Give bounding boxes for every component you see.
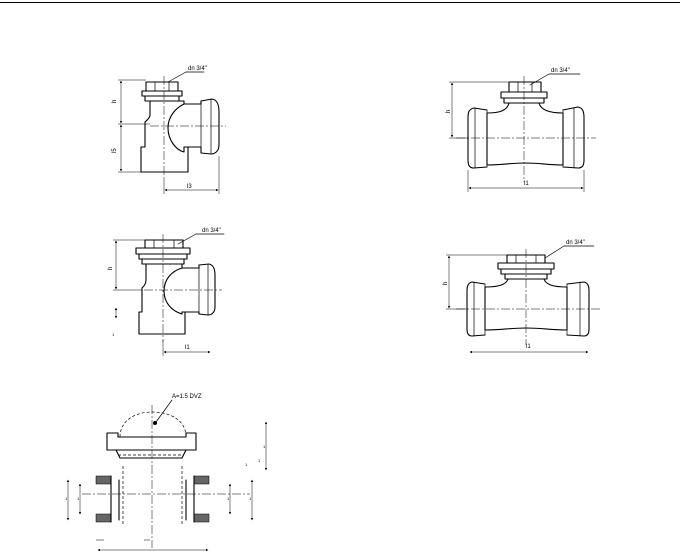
view-2-dimensions <box>449 81 585 192</box>
view-2-dim-h: h <box>446 110 452 113</box>
section-dimensions <box>66 421 268 552</box>
svg-text:1: 1 <box>227 496 230 501</box>
svg-text:1: 1 <box>245 462 248 467</box>
view-3-callout-label: dn 3/4" <box>202 228 221 234</box>
view-1-branch-outlet <box>183 98 220 155</box>
view-2-callout-leader <box>529 73 550 86</box>
view-2-body <box>486 102 564 166</box>
section-right-wall <box>185 475 210 523</box>
view-1-angle-fitting: dn 3/4" h l5 l3 <box>112 66 226 194</box>
svg-text:1: 1 <box>263 444 266 449</box>
view-3-dim-l1: l1 <box>185 345 190 351</box>
view-3-tick-mark: 1 <box>112 332 115 337</box>
section-view: A=1.5 DVZ <box>65 394 268 552</box>
view-1-dim-h: h <box>112 100 118 103</box>
section-callout-leader <box>155 399 173 423</box>
view-3-angle-fitting: dn 3/4" h l1 1 <box>108 228 225 356</box>
view-2-callout-label: dn 3/4" <box>551 68 570 74</box>
view-1-nut <box>141 81 183 102</box>
view-2-right-socket <box>562 106 585 169</box>
view-3-dimensions <box>113 239 211 356</box>
view-2-tee-fitting: dn 3/4" h l1 <box>446 68 596 192</box>
section-callout-label: A=1.5 DVZ <box>172 394 202 400</box>
section-tick-marks: 1 1 1 1 1 1 1 <box>65 444 266 501</box>
view-1-dim-l5: l5 <box>112 148 118 153</box>
section-flange <box>106 432 197 459</box>
view-1-dim-l3: l3 <box>187 184 192 190</box>
view-1-body <box>140 100 189 173</box>
view-3-dim-h: h <box>108 267 114 270</box>
section-reference-point <box>153 421 157 425</box>
view-4-dim-l1: l1 <box>526 344 531 350</box>
view-4-callout-label: dn 3/4" <box>566 240 585 246</box>
svg-text:1: 1 <box>65 496 68 501</box>
view-4-dim-h: h <box>443 282 449 285</box>
view-1-callout-label: dn 3/4" <box>188 66 207 72</box>
view-3-branch-outlet <box>181 263 216 316</box>
svg-text:1: 1 <box>77 496 80 501</box>
section-left-wall <box>95 475 120 523</box>
section-dome-outline <box>119 411 187 438</box>
view-3-body <box>138 263 186 335</box>
svg-text:1: 1 <box>249 496 252 501</box>
svg-text:1: 1 <box>258 458 261 463</box>
view-4-callout-leader <box>544 245 565 259</box>
view-4-tee-fitting: dn 3/4" h l1 <box>443 240 600 354</box>
view-4-dimensions <box>446 254 589 354</box>
view-1-callout-leader <box>167 71 187 83</box>
view-1-dimensions <box>118 79 220 194</box>
view-2-dim-l1: l1 <box>524 181 529 187</box>
view-3-callout-leader <box>177 233 197 245</box>
